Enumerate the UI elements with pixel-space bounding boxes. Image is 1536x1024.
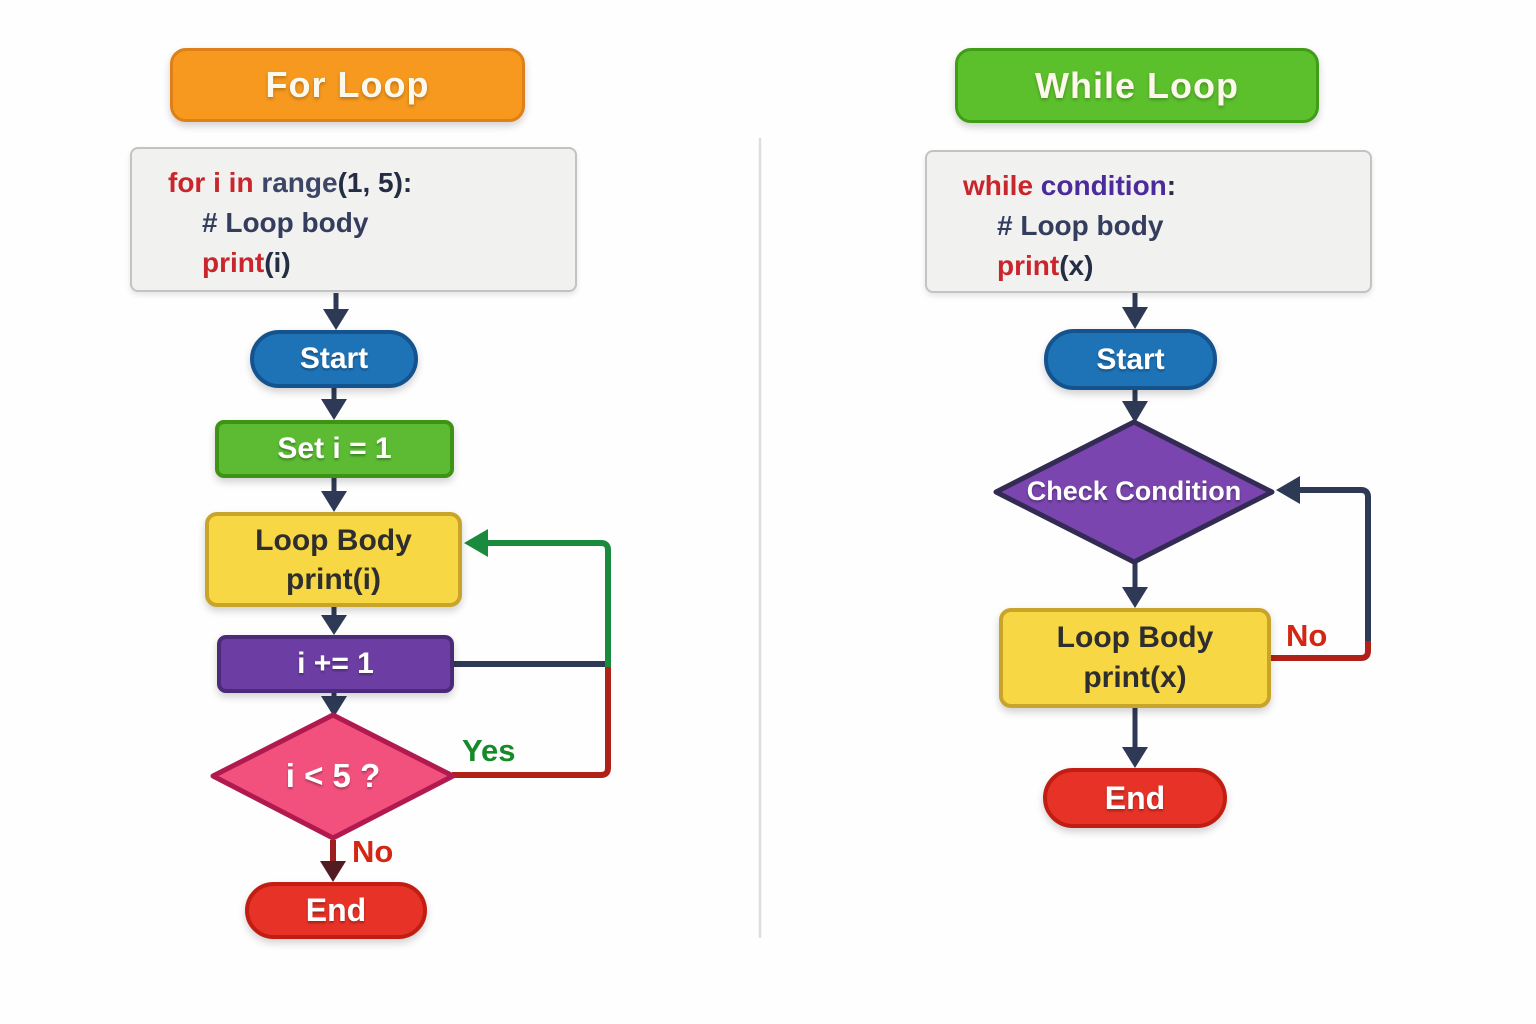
while-loop-code-box: while condition: # Loop body print(x): [925, 150, 1372, 293]
arrow-code-to-start-left: [323, 293, 349, 330]
condition-diamond-right: [993, 419, 1275, 565]
yes-branch-label: Yes: [462, 733, 516, 768]
arrow-start-to-init-left: [321, 387, 347, 420]
loop-body-node-left: Loop Body print(i): [205, 512, 462, 607]
loop-body-node-right: Loop Body print(x): [999, 608, 1271, 708]
arrow-start-to-condition-right: [1122, 388, 1148, 423]
arrow-code-to-start-right: [1122, 291, 1148, 329]
no-branch-label-left: No: [352, 834, 394, 869]
code-line: # Loop body: [997, 210, 1164, 241]
loopback-green-line: [478, 540, 611, 670]
code-line: print(x): [997, 250, 1094, 281]
while-loop-title: While Loop: [955, 48, 1319, 123]
loop-body-code: print(x): [1083, 661, 1187, 694]
loopback-red-line-right: [1269, 637, 1371, 661]
loopback-navy-line-right: [1292, 487, 1371, 641]
code-line: # Loop body: [202, 207, 369, 238]
start-node-left: Start: [250, 330, 418, 388]
no-branch-label-right: No: [1286, 618, 1328, 653]
condition-label-left: i < 5 ?: [285, 757, 381, 794]
loopback-navy-arrowhead-right: [1276, 476, 1300, 504]
loop-body-label: Loop Body: [255, 523, 412, 557]
arrow-condition-to-body-right: [1122, 560, 1148, 608]
arrow-condition-to-end-left: [320, 840, 346, 882]
loop-body-code: print(i): [286, 562, 381, 596]
increment-node: i += 1: [217, 635, 454, 693]
end-node-left: End: [245, 882, 427, 939]
loopback-green-arrowhead: [464, 529, 488, 557]
condition-diamond-left: [210, 712, 456, 841]
code-line: while condition:: [963, 170, 1177, 201]
code-line: for i in range(1, 5):: [168, 167, 413, 198]
arrow-init-to-body-left: [321, 477, 347, 512]
code-line: print(i): [202, 247, 291, 278]
loop-body-label: Loop Body: [1056, 621, 1214, 654]
start-node-right: Start: [1044, 329, 1217, 390]
arrow-body-to-increment-left: [321, 606, 347, 635]
loopback-red-line: [452, 667, 611, 778]
for-loop-code-box: for i in range(1, 5): # Loop body print(…: [130, 147, 577, 292]
arrow-body-to-end-right: [1122, 707, 1148, 768]
condition-label-right: Check Condition: [1026, 476, 1242, 506]
init-node: Set i = 1: [215, 420, 454, 478]
for-loop-title: For Loop: [170, 48, 525, 122]
end-node-right: End: [1043, 768, 1227, 828]
